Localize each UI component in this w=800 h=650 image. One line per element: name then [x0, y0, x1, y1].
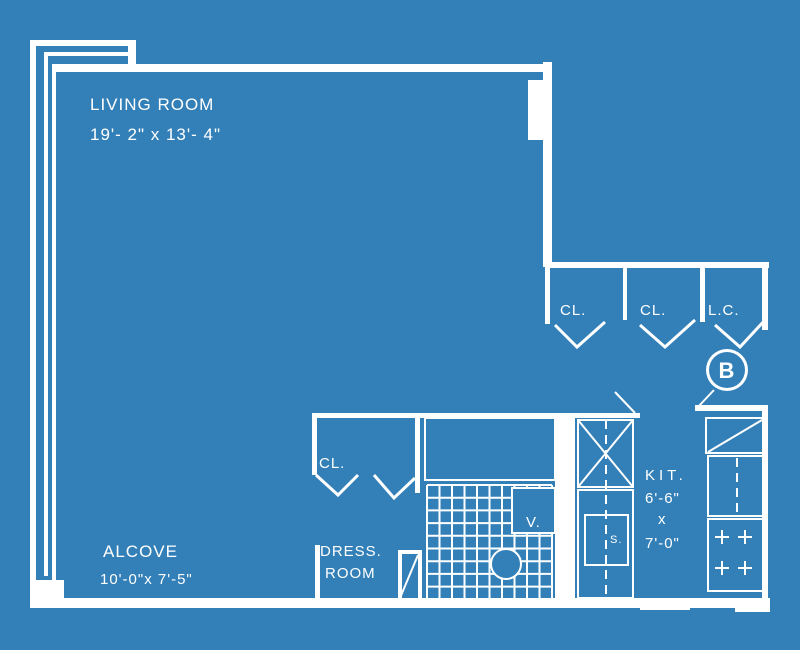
- walls: [30, 40, 770, 612]
- dressing-room-label-2: ROOM: [325, 565, 376, 582]
- closet-doors: [314, 318, 767, 501]
- kitchen-dim-x: x: [658, 511, 667, 528]
- toilet: [490, 548, 522, 580]
- sink-label: S.: [610, 534, 622, 546]
- kitchen-dim-a: 6'-6": [645, 490, 680, 507]
- vanity-label: V.: [526, 514, 541, 531]
- alcove-label: ALCOVE: [103, 542, 178, 561]
- linen-closet-label: L.C.: [708, 302, 740, 319]
- closet-label-2: CL.: [640, 302, 666, 319]
- living-room-dims: 19'- 2" x 13'- 4": [90, 125, 221, 144]
- kitchen-fixtures: [577, 419, 634, 599]
- living-room-label: LIVING ROOM: [90, 95, 214, 114]
- closet-label-3: CL.: [319, 455, 345, 472]
- vanity: [511, 487, 556, 534]
- kitchen-dim-b: 7'-0": [645, 535, 680, 552]
- dressing-room-label-1: DRESS.: [320, 543, 382, 560]
- stove-burners: [715, 530, 752, 575]
- alcove-dims: 10'-0"x 7'-5": [100, 571, 193, 588]
- closet-label-1: CL.: [560, 302, 586, 319]
- unit-badge-label: B: [719, 358, 736, 383]
- kitchen-label: KIT.: [645, 467, 687, 484]
- sink: [584, 514, 629, 566]
